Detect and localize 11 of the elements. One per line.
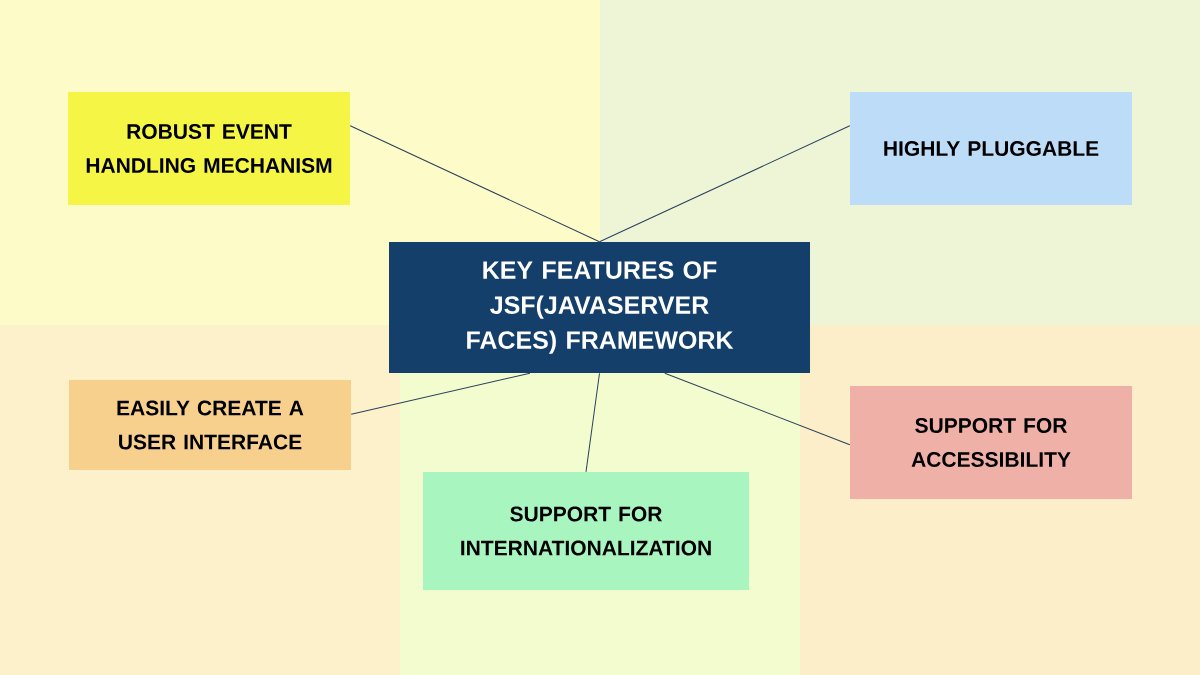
connector-line	[599, 125, 851, 243]
connector-line	[585, 372, 600, 473]
connector-line	[350, 372, 531, 415]
feature-box: ROBUST EVENT HANDLING MECHANISM	[68, 92, 350, 205]
feature-box: HIGHLY PLUGGABLE	[850, 92, 1132, 205]
feature-box: EASILY CREATE A USER INTERFACE	[69, 380, 351, 470]
connector-line	[664, 372, 851, 446]
feature-box: SUPPORT FOR ACCESSIBILITY	[850, 386, 1132, 499]
feature-box: SUPPORT FOR INTERNATIONALIZATION	[423, 472, 749, 590]
connector-line	[349, 125, 600, 243]
title-box: KEY FEATURES OF JSF(JAVASERVER FACES) FRAMEWORK	[389, 242, 810, 373]
